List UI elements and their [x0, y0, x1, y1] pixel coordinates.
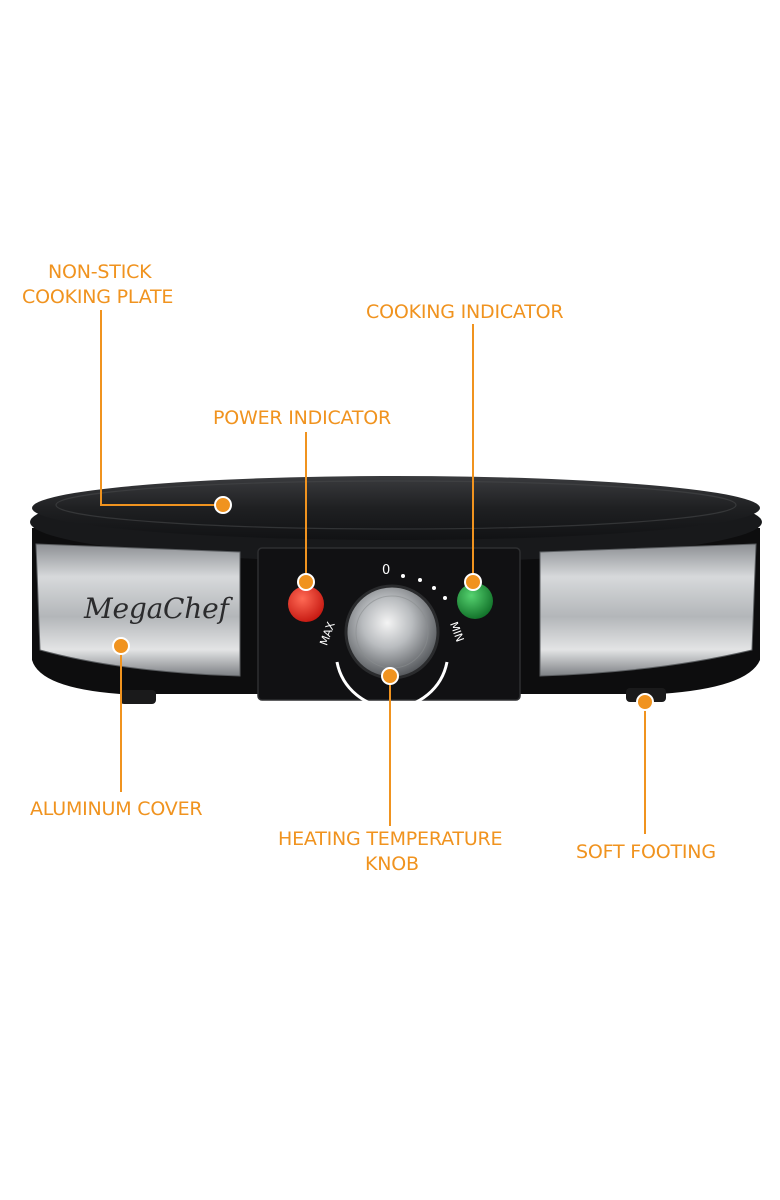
- non-stick-leader: [100, 310, 102, 506]
- temperature-knob[interactable]: [344, 584, 440, 680]
- non-stick-label-line1: NON-STICK: [48, 261, 152, 283]
- non-stick-marker: [214, 496, 232, 514]
- heat-scale-arc: [335, 661, 449, 709]
- non-stick-leader-horizontal: [100, 504, 222, 506]
- cooking-indicator-label: COOKING INDICATOR: [366, 301, 564, 323]
- power-light: [288, 586, 324, 622]
- power-indicator-leader: [305, 432, 307, 580]
- aluminum-cover-label: ALUMINUM COVER: [30, 798, 203, 820]
- brand-logo: MegaChef: [84, 592, 229, 625]
- cooking-plate: [32, 476, 760, 540]
- soft-footing-label: SOFT FOOTING: [576, 841, 716, 863]
- aluminum-cover-left: [35, 543, 241, 677]
- aluminum-cover-right: [539, 543, 757, 677]
- power-indicator-marker: [297, 573, 315, 591]
- soft-footing-marker: [636, 693, 654, 711]
- cooking-indicator-marker: [464, 573, 482, 591]
- power-indicator-label: POWER INDICATOR: [213, 407, 392, 429]
- soft-footing-leader: [644, 702, 646, 834]
- foot-left: [120, 690, 156, 704]
- heating-knob-label-line2: KNOB: [365, 853, 419, 875]
- cooking-light: [457, 583, 493, 619]
- aluminum-cover-marker: [112, 637, 130, 655]
- cooking-indicator-leader: [472, 324, 474, 582]
- heating-knob-leader: [389, 676, 391, 826]
- heating-knob-label-line1: HEATING TEMPERATURE: [278, 828, 503, 850]
- dial-zero-label: 0: [382, 563, 391, 578]
- heating-knob-marker: [381, 667, 399, 685]
- aluminum-cover-leader: [120, 646, 122, 792]
- non-stick-label-line2: COOKING PLATE: [22, 286, 174, 308]
